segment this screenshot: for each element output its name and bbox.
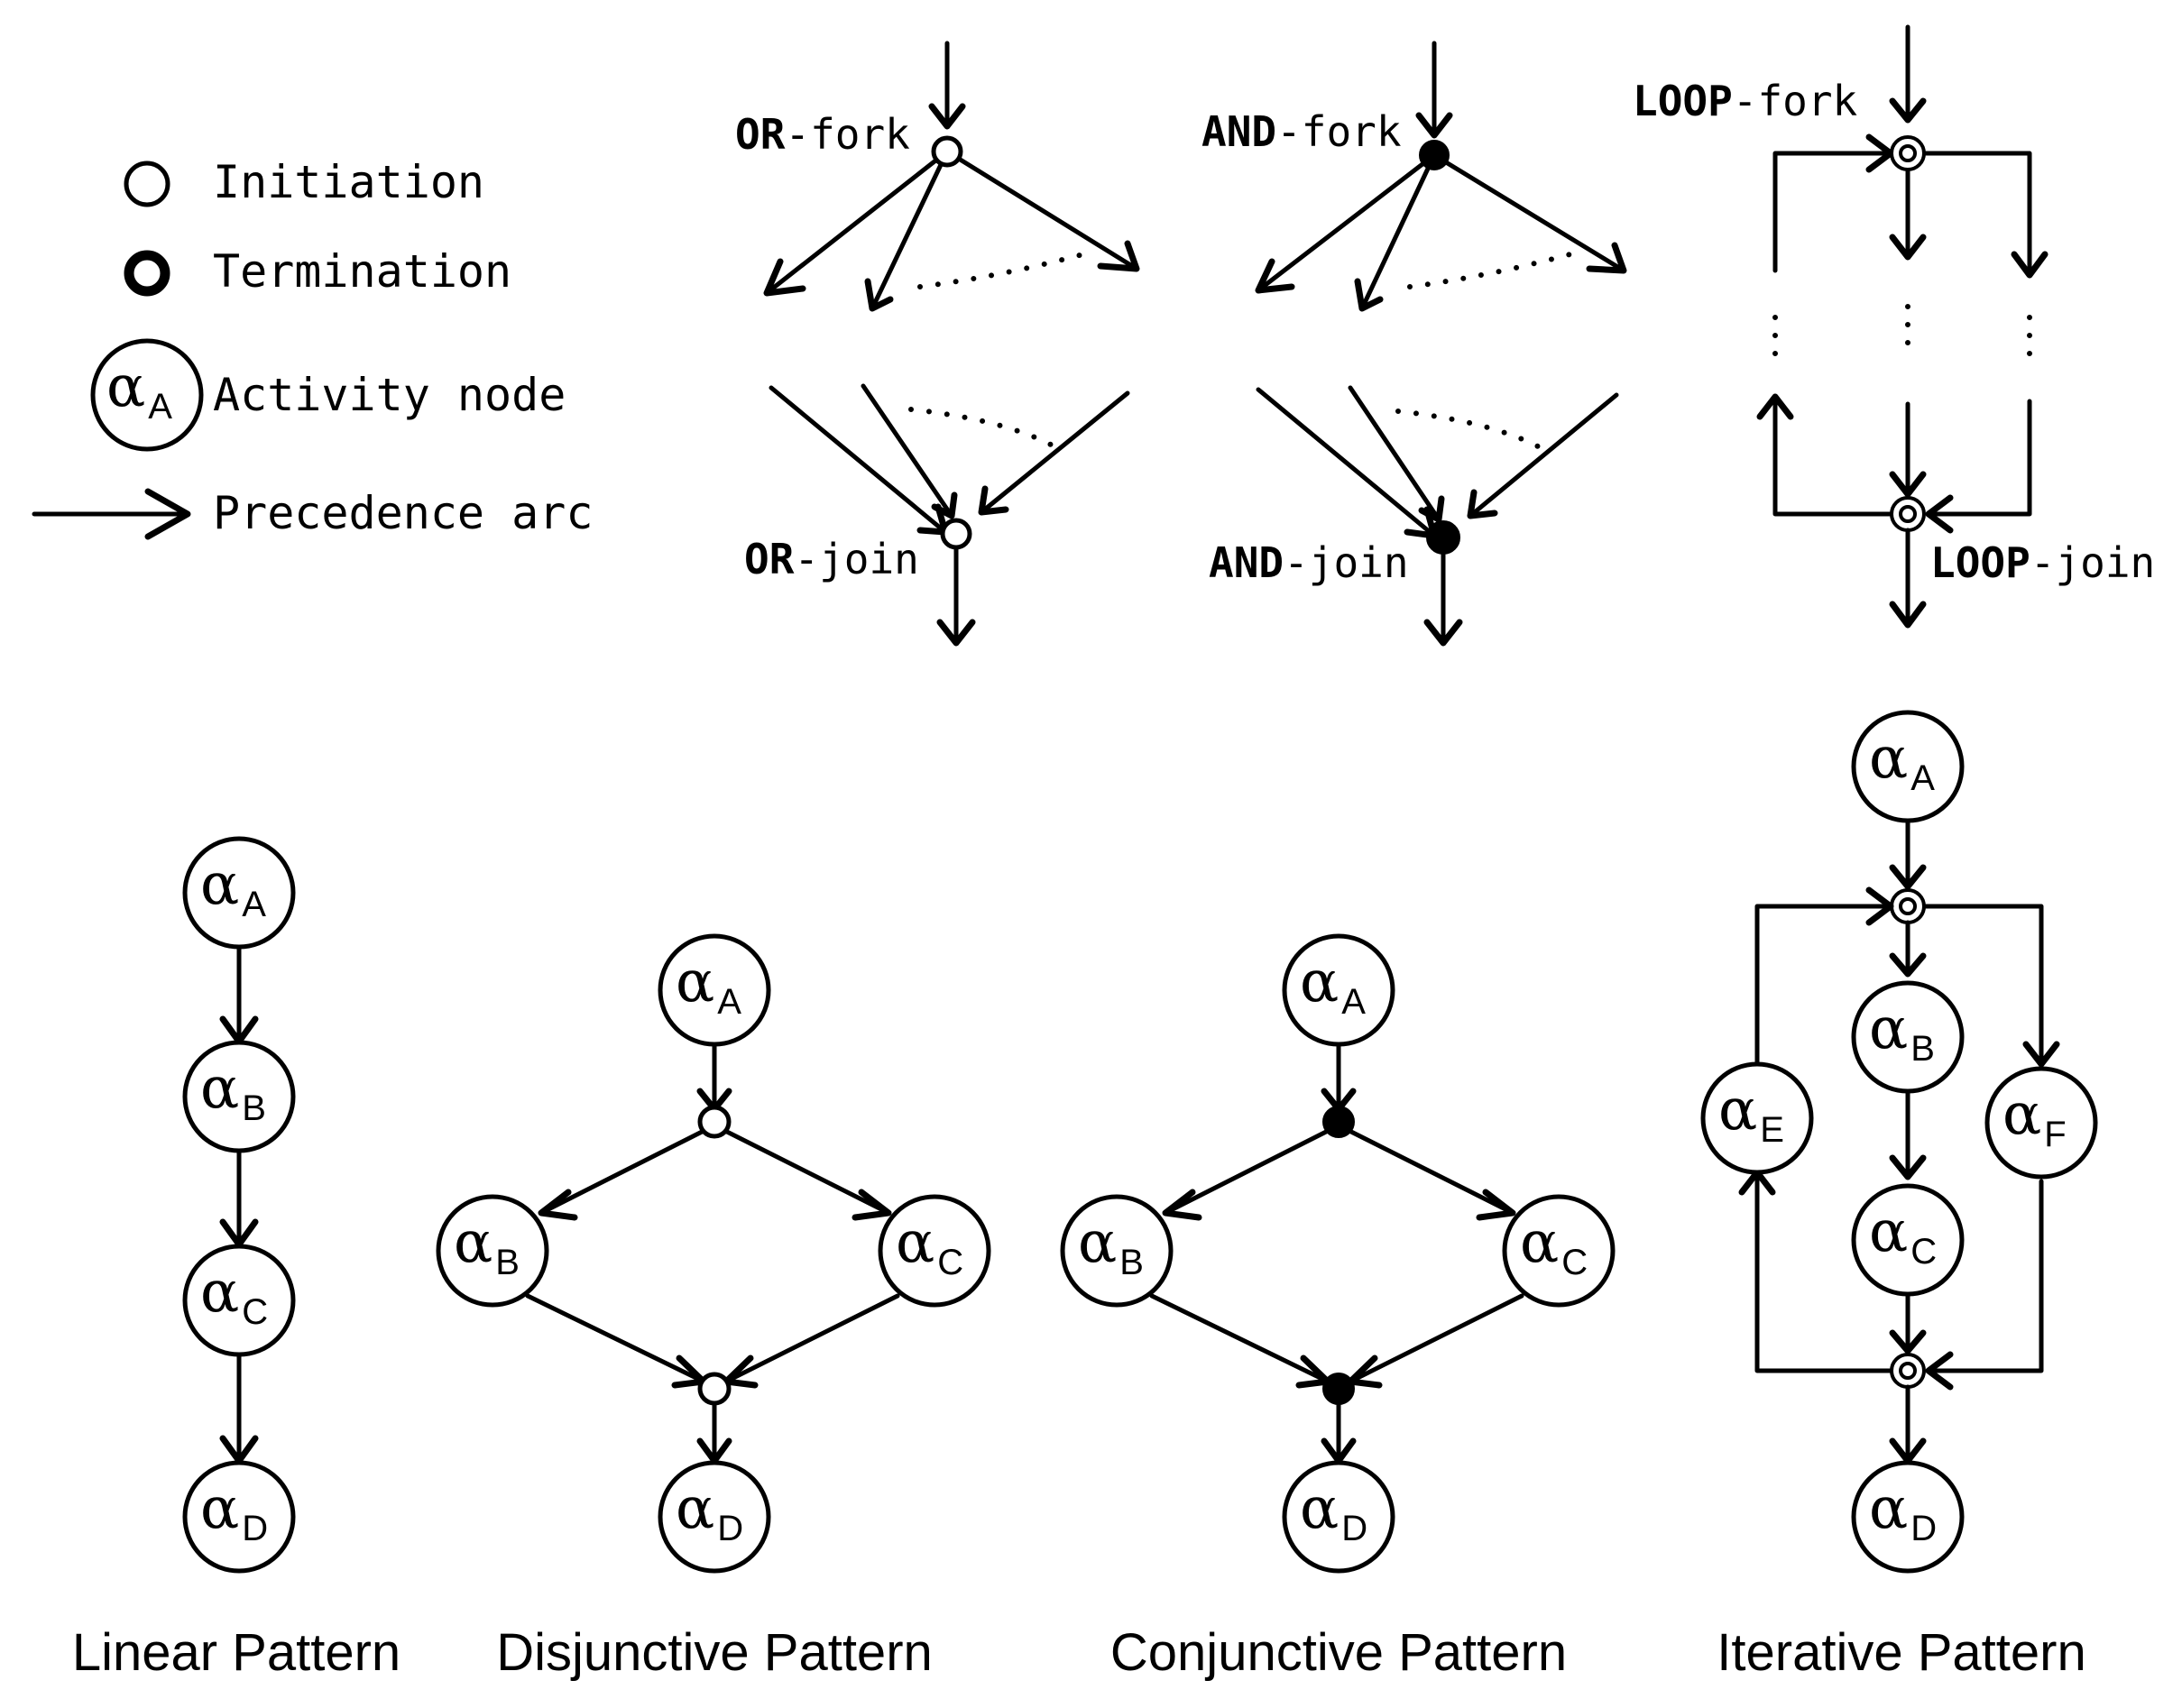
svg-text:αD: αD (1300, 1475, 1367, 1548)
linear-pattern: αA αB αC αD Linear Pattern (72, 836, 400, 1682)
and-fork-node (1419, 140, 1450, 170)
loop-join-node (1890, 496, 1926, 532)
legend: Initiation Termination αA Activity node … (32, 156, 593, 540)
svg-text:αD: αD (676, 1475, 743, 1548)
disjunctive-node-b: αB (436, 1194, 549, 1308)
disjunctive-node-a: αA (658, 933, 771, 1047)
disjunctive-pattern-caption: Disjunctive Pattern (496, 1623, 933, 1682)
iterative-pattern: αA αB αC αD αE αF Iterative Pattern (1700, 710, 2098, 1682)
iterative-node-f: αF (1984, 1066, 2098, 1180)
conjunctive-node-a: αA (1282, 933, 1395, 1047)
svg-text:αC: αC (200, 1259, 268, 1332)
legend-termination-label: Termination (213, 245, 511, 298)
linear-node-a: αA (182, 836, 296, 950)
loop-join-label: LOOP-join (1930, 538, 2155, 587)
conjunctive-pattern: αA αB αC αD Conjunctive Pattern (1060, 933, 1616, 1682)
iterative-loop-join (1890, 1353, 1926, 1389)
svg-text:αD: αD (200, 1475, 268, 1548)
and-join-label: AND-join (1209, 538, 1409, 587)
disjunctive-pattern: αA αB αC αD Disjunctive Pattern (436, 933, 991, 1682)
svg-text:αB: αB (454, 1209, 520, 1282)
disjunctive-node-d: αD (658, 1460, 771, 1574)
svg-text:αA: αA (106, 354, 172, 427)
iterative-node-a: αA (1851, 710, 1965, 823)
precedence-arc-symbol (32, 488, 191, 540)
svg-text:αA: αA (200, 851, 266, 924)
activity-node-symbol (90, 338, 204, 452)
linear-pattern-caption: Linear Pattern (72, 1623, 400, 1682)
and-fork-label: AND-fork (1201, 107, 1402, 156)
iterative-pattern-caption: Iterative Pattern (1717, 1623, 2085, 1682)
svg-text:αB: αB (200, 1055, 266, 1128)
svg-text:αB: αB (1078, 1209, 1144, 1282)
svg-text:αA: αA (1300, 949, 1366, 1022)
svg-text:αC: αC (1869, 1198, 1937, 1272)
or-connector-group: OR-fork OR-join (735, 41, 1140, 647)
svg-text:αA: αA (1869, 725, 1935, 798)
conjunctive-node-d: αD (1282, 1460, 1395, 1574)
conjunctive-and-join (1322, 1373, 1355, 1405)
svg-text:αC: αC (1520, 1209, 1588, 1282)
iterative-node-b: αB (1851, 980, 1965, 1094)
activity-node-subscript: A (148, 387, 172, 427)
or-fork-node (931, 135, 963, 168)
loop-fork-node (1890, 135, 1926, 171)
iterative-node-e: αE (1700, 1061, 1814, 1175)
svg-text:αE: αE (1718, 1077, 1784, 1150)
initiation-symbol (124, 161, 170, 207)
or-join-node (940, 518, 972, 550)
conjunctive-pattern-caption: Conjunctive Pattern (1110, 1623, 1567, 1682)
legend-precedence-arc-label: Precedence arc (213, 487, 593, 539)
iterative-loop-fork (1890, 888, 1926, 924)
termination-symbol (124, 250, 170, 297)
disjunctive-node-c: αC (878, 1194, 991, 1308)
iterative-node-c: αC (1851, 1183, 1965, 1297)
activity-node-alpha: α (106, 354, 145, 420)
linear-node-d: αD (182, 1460, 296, 1574)
loop-continuation-dots (1772, 304, 2032, 371)
svg-text:αF: αF (2002, 1081, 2067, 1154)
or-fork-label: OR-fork (735, 110, 910, 159)
or-join-label: OR-join (744, 535, 919, 583)
disjunctive-or-join (697, 1372, 732, 1406)
svg-text:αC: αC (896, 1209, 963, 1282)
svg-text:αB: αB (1869, 996, 1935, 1069)
and-connector-group: AND-fork AND-join (1201, 41, 1627, 647)
conjunctive-node-b: αB (1060, 1194, 1174, 1308)
legend-activity-node: αA (90, 338, 204, 452)
disjunctive-or-fork (697, 1105, 732, 1139)
svg-text:αA: αA (676, 949, 741, 1022)
linear-node-b: αB (182, 1040, 296, 1153)
linear-node-c: αC (182, 1244, 296, 1357)
and-join-node (1426, 520, 1460, 555)
loop-connector-group: LOOP-fork LOOP-join (1633, 24, 2155, 629)
svg-text:αD: αD (1869, 1475, 1937, 1548)
iterative-node-d: αD (1851, 1460, 1965, 1574)
legend-activity-node-label: Activity node (213, 369, 566, 421)
loop-fork-label: LOOP-fork (1633, 77, 1857, 125)
legend-initiation-label: Initiation (213, 156, 484, 208)
conjunctive-node-c: αC (1502, 1194, 1616, 1308)
conjunctive-and-fork (1322, 1106, 1355, 1138)
